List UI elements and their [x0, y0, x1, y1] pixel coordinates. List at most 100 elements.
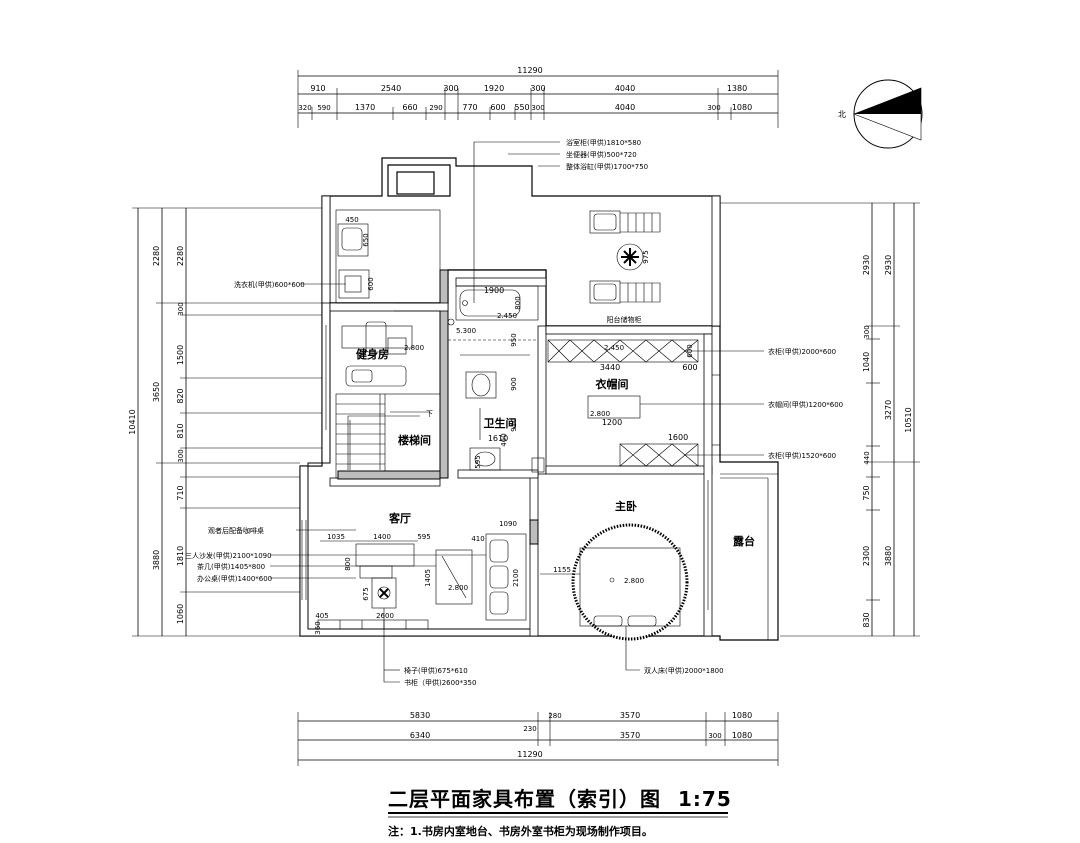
dim-910: 910 [510, 418, 518, 431]
drawing-title: 二层平面家具布置（索引）图 1:75 注：1.书房内室地台、书房外室书柜为现场制… [388, 787, 732, 838]
dim-top2-g: 600 [490, 103, 505, 112]
closet: 2.450 600 3440 600 衣帽间 2.800 1200 1600 衣… [547, 339, 843, 467]
dim-right2-f: 2300 [862, 546, 871, 566]
callout-table: 茶几(甲供)1405*800 [197, 562, 265, 571]
callout-bed: 双人床(甲供)2000*1800 [644, 666, 724, 675]
dim-600: 600 [367, 277, 375, 290]
dim-right2-e: 750 [862, 485, 871, 500]
dim-bot2-d: 1080 [732, 731, 752, 740]
dim-top2-h: 550 [514, 103, 529, 112]
dim-675: 675 [362, 587, 370, 600]
north-label: 北 [838, 110, 846, 119]
dim-top2-f: 770 [462, 103, 477, 112]
dim-595: 595 [474, 455, 482, 468]
room-master: 主卧 [615, 499, 637, 513]
dim-800-desk: 800 [344, 557, 352, 570]
dim-top-f: 4040 [615, 84, 635, 93]
dim-650: 650 [362, 233, 370, 246]
dim-right-b: 3270 [884, 400, 893, 420]
dim-1600: 1600 [668, 433, 688, 442]
dim-left2-a: 2280 [176, 246, 185, 266]
master-bedroom: 主卧 2.800 1155 双人床(甲供)2000*1800 露台 [540, 499, 755, 675]
dim-450: 450 [345, 216, 358, 224]
callout-desk: 办公桌(甲供)1400*600 [197, 574, 272, 583]
dim-h2800-living: 2.800 [448, 584, 468, 592]
dim-left-total: 10410 [128, 409, 137, 434]
balcony-loungers: 975 阳台储物柜 [589, 210, 661, 324]
balcony-cabinet-label: 阳台储物柜 [607, 315, 642, 324]
dim-1035: 1035 [327, 533, 345, 541]
dim-top2-b: 590 [317, 104, 330, 112]
callout-island: 衣帽间(甲供)1200*600 [768, 400, 843, 409]
room-bath: 卫生间 [484, 416, 517, 430]
dim-top-d: 1920 [484, 84, 504, 93]
dim-top-b: 2540 [381, 84, 401, 93]
dim-left-b: 3650 [152, 382, 161, 402]
dim-600-closet2: 600 [682, 363, 697, 372]
dim-bot2-c: 300 [708, 732, 721, 740]
dim-right-c: 3880 [884, 546, 893, 566]
dim-left-a: 2280 [152, 246, 161, 266]
dim-top2-a: 320 [298, 104, 311, 112]
dim-405: 405 [315, 612, 328, 620]
dim-h2800-closet: 2.800 [590, 410, 610, 418]
dim-right2-g: 830 [862, 612, 871, 627]
left-dimensions: 10410 2280 3650 3880 2280 300 1500 820 8… [128, 207, 322, 637]
dim-left2-b: 300 [177, 302, 185, 315]
gym: 2.800 健身房 [341, 321, 424, 387]
north-arrow: 北 [838, 79, 923, 149]
callout-toilet: 坐便器(甲供)500*720 [566, 150, 637, 159]
dim-1900: 1900 [484, 286, 504, 295]
callout-wardrobe2: 衣柜(甲供)1520*600 [768, 451, 836, 460]
callout-vanity: 浴室柜(甲供)1810*580 [566, 138, 641, 147]
dim-bot-total: 11290 [517, 750, 542, 759]
dim-bot2-a: 6340 [410, 731, 430, 740]
dim-left2-g: 710 [176, 485, 185, 500]
dim-h2800-bed: 2.800 [624, 577, 644, 585]
dim-top2-e: 290 [429, 104, 442, 112]
room-living: 客厅 [388, 511, 411, 525]
bath-sign: 5.300 [456, 327, 476, 335]
bottom-dimensions: 5830 280 3570 1080 230 6340 3570 300 108… [297, 711, 779, 766]
dim-1200: 1200 [602, 418, 622, 427]
dim-left2-e: 810 [176, 423, 185, 438]
callout-tub: 整体浴缸(甲供)1700*750 [566, 162, 648, 171]
room-closet: 衣帽间 [596, 377, 629, 391]
dim-right2-a: 2930 [862, 255, 871, 275]
dim-left-c: 3880 [152, 550, 161, 570]
dim-left2-c: 1500 [176, 345, 185, 365]
callout-chair: 椅子(甲供)675*610 [404, 666, 468, 675]
scale-text: 1:75 [678, 787, 732, 811]
stair-down: 下 [426, 410, 433, 418]
dim-right2-b: 300 [863, 325, 871, 338]
dim-1610: 1610 [488, 434, 508, 443]
dim-top2-l: 1080 [732, 103, 752, 112]
dim-right2-c: 1040 [862, 352, 871, 372]
dim-left2-f: 300 [177, 449, 185, 462]
dim-595b: 595 [417, 533, 430, 541]
dim-top2-k: 300 [707, 104, 720, 112]
dim-360: 360 [314, 621, 322, 634]
dim-left2-h: 1810 [176, 546, 185, 566]
dim-top2-j: 4040 [615, 103, 635, 112]
dim-top-g: 1380 [727, 84, 747, 93]
top-dimensions: 11290 910 2540 300 1920 300 4040 1380 32… [297, 66, 779, 128]
dim-1400: 1400 [373, 533, 391, 541]
dim-975: 975 [642, 250, 650, 263]
callout-sofa: 三人沙发(甲供)2100*1090 [185, 551, 272, 560]
dim-bot-a: 5830 [410, 711, 430, 720]
dim-top-total: 11290 [517, 66, 542, 75]
callout-wardrobe1: 衣柜(甲供)2000*600 [768, 347, 836, 356]
dim-3440: 3440 [600, 363, 620, 372]
dim-top2-d: 660 [402, 103, 417, 112]
dim-right2-d: 440 [863, 451, 871, 464]
dim-2600: 2600 [376, 612, 394, 620]
dim-900: 900 [510, 377, 518, 390]
right-dimensions: 10510 2930 3270 3880 2930 300 1040 440 7… [720, 202, 920, 637]
room-stair: 楼梯间 [398, 433, 431, 447]
dim-top-e: 300 [530, 84, 545, 93]
laundry-area: 450 650 600 洗衣机(甲供)600*600 [234, 209, 441, 304]
note-text: 注：1.书房内室地台、书房外室书柜为现场制作项目。 [388, 824, 653, 838]
dim-h2800-gym: 2.800 [404, 344, 424, 352]
